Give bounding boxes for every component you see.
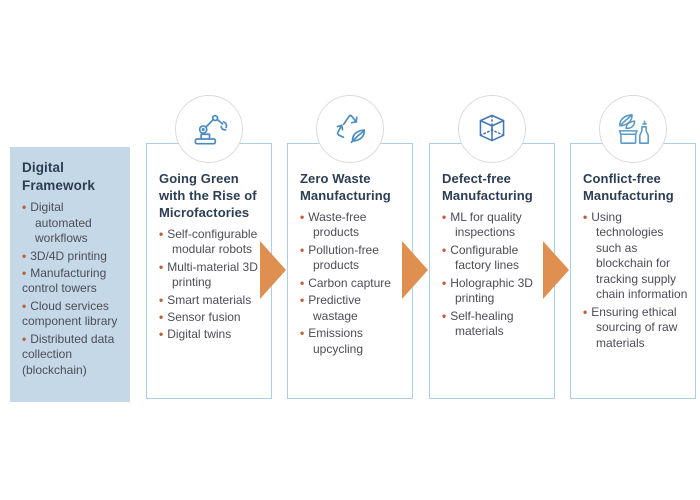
card-list: •Using technologies such as blockchain f… xyxy=(583,210,690,351)
bullet-dot-icon: • xyxy=(300,242,305,257)
bullet-dot-icon: • xyxy=(22,265,27,280)
list-item: •Configurable factory lines xyxy=(442,242,520,273)
bullet-dot-icon: • xyxy=(159,259,164,274)
bullet-dot-icon: • xyxy=(300,209,305,224)
bullet-dot-icon: • xyxy=(442,308,447,323)
flow-arrow-icon xyxy=(543,241,569,299)
card-list: •ML for quality inspections•Configurable… xyxy=(442,210,549,340)
list-item: •Waste-free products xyxy=(300,209,367,240)
list-item: •Ensuring ethical sourcing of raw materi… xyxy=(583,304,678,350)
bullet-dot-icon: • xyxy=(22,200,27,215)
trend-card: Zero Waste Manufacturing •Waste-free pro… xyxy=(287,95,413,399)
cube-icon xyxy=(479,114,505,142)
list-item: •Self-healing materials xyxy=(442,308,514,339)
list-item: •Digital automated workflows xyxy=(22,200,92,246)
list-item: •Manufacturing control towers xyxy=(22,265,107,296)
list-item: •Holographic 3D printing xyxy=(442,275,533,306)
card-icon-circle xyxy=(175,95,243,163)
card-title: Going Green with the Rise of Microfactor… xyxy=(159,171,257,220)
bullet-dot-icon: • xyxy=(442,275,447,290)
list-item: •Self-configurable modular robots xyxy=(159,226,258,257)
bullet-dot-icon: • xyxy=(159,226,164,241)
list-item: •Using technologies such as blockchain f… xyxy=(583,209,688,302)
robot-arm-icon xyxy=(194,114,228,145)
card-icon-circle xyxy=(316,95,384,163)
list-item: •3D/4D printing xyxy=(22,248,107,263)
bullet-dot-icon: • xyxy=(300,275,305,290)
bullet-dot-icon: • xyxy=(159,292,164,307)
bullet-dot-icon: • xyxy=(22,248,27,263)
bullet-dot-icon: • xyxy=(300,293,305,308)
card-icon-circle xyxy=(458,95,526,163)
bullet-dot-icon: • xyxy=(583,209,588,224)
bullet-dot-icon: • xyxy=(159,327,164,342)
list-item: •Cloud services component library xyxy=(22,298,118,329)
eco-products-icon xyxy=(618,114,650,144)
list-item: •Carbon capture xyxy=(300,275,391,290)
recycle-leaf-icon xyxy=(336,114,366,144)
flow-arrow-icon xyxy=(402,241,428,299)
list-item: •Emissions upcycling xyxy=(300,326,364,356)
list-item: •Smart materials xyxy=(159,292,252,307)
trend-card: Conflict-free Manufacturing •Using techn… xyxy=(570,95,696,399)
bullet-dot-icon: • xyxy=(583,304,588,319)
bullet-dot-icon: • xyxy=(300,326,305,341)
bullet-dot-icon: • xyxy=(442,209,447,224)
list-item: •Multi-material 3D printing xyxy=(159,259,258,290)
list-item: •Predictive wastage xyxy=(300,293,361,323)
card-title: Conflict-free Manufacturing xyxy=(583,171,674,203)
list-item: •Pollution-free products xyxy=(300,242,379,273)
list-item: •Sensor fusion xyxy=(159,310,241,325)
bullet-dot-icon: • xyxy=(22,331,27,346)
bullet-dot-icon: • xyxy=(442,242,447,257)
panel-title: Digital Framework xyxy=(22,160,95,193)
list-item: •ML for quality inspections xyxy=(442,209,522,240)
flow-arrow-icon xyxy=(260,241,286,299)
digital-framework-panel: Digital Framework •Digital automated wor… xyxy=(10,147,130,402)
trend-card: Defect-free Manufacturing •ML for qualit… xyxy=(429,95,555,399)
card-title: Defect-free Manufacturing xyxy=(442,171,533,203)
card-title: Zero Waste Manufacturing xyxy=(300,171,391,203)
list-item: •Distributed data collection (blockchain… xyxy=(22,331,115,377)
trend-card: Going Green with the Rise of Microfactor… xyxy=(146,95,272,399)
card-list: •Self-configurable modular robots•Multi-… xyxy=(159,227,266,343)
bullet-dot-icon: • xyxy=(22,298,27,313)
card-icon-circle xyxy=(599,95,667,163)
sidebar-list: •Digital automated workflows •3D/4D print… xyxy=(22,200,120,378)
card-list: •Waste-free products•Pollution-free prod… xyxy=(300,210,407,357)
list-item: •Digital twins xyxy=(159,327,232,342)
bullet-dot-icon: • xyxy=(159,310,164,325)
